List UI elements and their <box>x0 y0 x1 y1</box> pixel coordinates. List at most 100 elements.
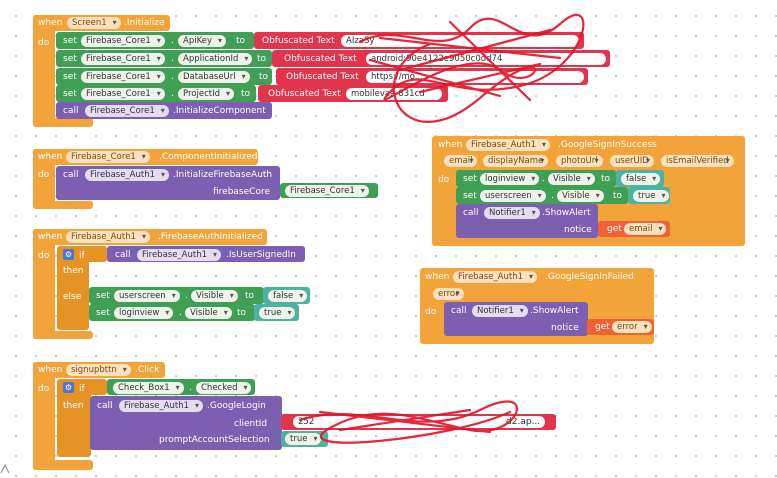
then-keyword: then <box>63 266 84 276</box>
to-keyword: to <box>601 174 611 184</box>
gear-icon[interactable]: ⚙ <box>63 382 74 393</box>
param-displayname[interactable]: displayName <box>483 155 549 167</box>
set-keyword: set <box>63 36 77 46</box>
to-keyword: to <box>237 308 247 318</box>
call-keyword: call <box>97 401 113 411</box>
boolean-dropdown[interactable]: true <box>285 433 322 445</box>
dot-label: . <box>171 72 174 82</box>
variable-dropdown[interactable]: email <box>624 223 667 235</box>
param-photourl[interactable]: photoUrl <box>556 155 603 167</box>
method-label: .GoogleLogin <box>207 401 266 411</box>
component-dropdown[interactable]: Firebase_Core1 <box>81 71 165 83</box>
when-keyword: when <box>38 232 63 242</box>
component-dropdown[interactable]: Firebase_Core1 <box>81 53 165 65</box>
property-dropdown[interactable]: Checked <box>196 382 252 394</box>
param-useruid[interactable]: userUID <box>610 155 654 167</box>
event-label: .GoogleSignInSuccess <box>558 140 657 150</box>
set-keyword: set <box>96 291 110 301</box>
gear-icon[interactable]: ⚙ <box>63 249 74 260</box>
component-dropdown[interactable]: Notifier1 <box>472 305 528 317</box>
when-keyword: when <box>438 140 463 150</box>
component-dropdown[interactable]: Firebase_Core1 <box>81 35 165 47</box>
property-dropdown[interactable]: DatabaseUrl <box>178 71 250 83</box>
method-label: .ShowAlert <box>542 208 591 218</box>
property-dropdown[interactable]: Visible <box>557 190 604 202</box>
boolean-dropdown[interactable]: false <box>621 173 661 185</box>
if-keyword: if <box>79 384 85 394</box>
param-error[interactable]: error <box>433 288 464 300</box>
component-dropdown[interactable]: signupbttn <box>66 364 131 376</box>
component-dropdown[interactable]: Notifier1 <box>484 207 540 219</box>
component-dropdown[interactable]: Firebase_Auth1 <box>66 231 151 243</box>
variable-dropdown[interactable]: error <box>612 321 652 333</box>
property-dropdown[interactable]: ApiKey <box>178 35 226 47</box>
client-id-tail: d2.ap... <box>506 417 541 427</box>
do-keyword: do <box>438 175 450 185</box>
event-label: .GoogleSignInFailed <box>545 272 634 282</box>
call-keyword: call <box>463 208 479 218</box>
method-label: .InitializeComponent <box>173 106 266 116</box>
component-dropdown[interactable]: Firebase_Auth1 <box>453 271 538 283</box>
component-dropdown[interactable]: Check_Box1 <box>113 382 184 394</box>
do-keyword: do <box>38 170 50 180</box>
component-dropdown[interactable]: userscreen <box>480 190 546 202</box>
property-dropdown[interactable]: ProjectId <box>178 88 234 100</box>
boolean-dropdown[interactable]: true <box>259 307 296 319</box>
arg-label: notice <box>564 225 592 235</box>
component-dropdown[interactable]: loginview <box>114 307 174 319</box>
component-dropdown[interactable]: Firebase_Core1 <box>85 105 169 117</box>
component-dropdown[interactable]: Firebase_Auth1 <box>119 400 204 412</box>
property-dropdown[interactable]: ApplicationId <box>178 53 253 65</box>
to-keyword: to <box>257 54 267 64</box>
when-keyword: when <box>425 272 450 282</box>
method-label: .IsUserSignedIn <box>226 250 296 260</box>
text-value[interactable]: https://mo... <box>366 71 584 83</box>
component-dropdown[interactable]: Firebase_Core1 <box>81 88 165 100</box>
corner-marker-icon <box>0 462 10 477</box>
set-keyword: set <box>96 308 110 318</box>
component-block-dropdown[interactable]: Firebase_Core1 <box>285 185 369 197</box>
text-value[interactable]: AIzaSy <box>341 35 579 47</box>
screen1-component-dropdown[interactable]: Screen1 <box>67 17 121 29</box>
to-keyword: to <box>613 191 623 201</box>
property-dropdown[interactable]: Visible <box>191 290 238 302</box>
do-keyword: do <box>425 307 437 317</box>
to-keyword: to <box>245 291 255 301</box>
method-label: .ShowAlert <box>530 306 579 316</box>
boolean-dropdown[interactable]: false <box>268 290 308 302</box>
set-keyword: set <box>63 54 77 64</box>
do-keyword: do <box>38 384 50 394</box>
component-dropdown[interactable]: Firebase_Auth1 <box>466 139 551 151</box>
obfuscated-text-label: Obfuscated Text <box>268 89 341 99</box>
component-dropdown[interactable]: Firebase_Auth1 <box>85 169 170 181</box>
arg-label: clientId <box>234 419 268 429</box>
property-dropdown[interactable]: Visible <box>185 307 232 319</box>
if-keyword: if <box>79 251 85 261</box>
dot-label: . <box>171 89 174 99</box>
param-email[interactable]: email <box>444 155 478 167</box>
call-keyword: call <box>63 170 79 180</box>
to-keyword: to <box>259 72 269 82</box>
arg-label: notice <box>551 323 579 333</box>
dot-label: . <box>171 36 174 46</box>
component-dropdown[interactable]: Firebase_Auth1 <box>137 249 222 261</box>
property-dropdown[interactable]: Visible <box>548 173 595 185</box>
when-keyword: when <box>38 18 63 28</box>
text-value[interactable]: android:90e4122e9050c0dd74 <box>366 53 606 65</box>
event-label: .Click <box>135 365 160 375</box>
when-keyword: when <box>38 152 63 162</box>
component-dropdown[interactable]: userscreen <box>114 290 180 302</box>
dot-label: . <box>171 54 174 64</box>
event-label: .ComponentInitialized <box>159 152 258 162</box>
do-keyword: do <box>38 38 50 48</box>
component-dropdown[interactable]: loginview <box>480 173 540 185</box>
call-keyword: call <box>115 250 131 260</box>
component-dropdown[interactable]: Firebase_Core1 <box>66 151 150 163</box>
text-value[interactable]: mobilevaa-831cd <box>346 88 442 100</box>
param-isemailverified[interactable]: isEmailVerified <box>661 155 734 167</box>
obfuscated-text-label: Obfuscated Text <box>262 36 335 46</box>
boolean-dropdown[interactable]: true <box>633 190 670 202</box>
do-keyword: do <box>38 251 50 261</box>
set-keyword: set <box>63 72 77 82</box>
to-keyword: to <box>236 36 246 46</box>
